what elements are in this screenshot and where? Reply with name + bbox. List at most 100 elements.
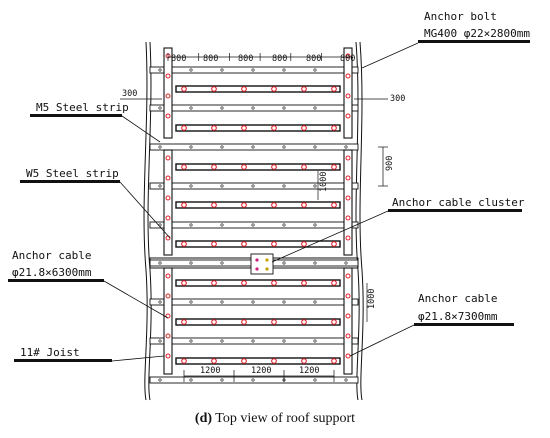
joist-bolt xyxy=(345,155,351,161)
dim-top-1: 800 xyxy=(171,54,186,64)
joist-bolt xyxy=(165,113,171,119)
strip-hole xyxy=(158,261,162,265)
caption-text: Top view of roof support xyxy=(212,411,356,426)
steel-band xyxy=(175,357,341,365)
anchor-bolt xyxy=(271,280,277,286)
strip-hole xyxy=(251,145,255,149)
anchor-bolt xyxy=(331,241,337,247)
strip-hole xyxy=(189,106,193,110)
joist-bolt xyxy=(165,273,171,279)
strip-hole xyxy=(282,145,286,149)
strip-hole xyxy=(158,184,162,188)
strip-hole xyxy=(251,106,255,110)
dim-top-4: 800 xyxy=(272,54,287,64)
joist-left xyxy=(163,149,173,256)
leader-w5 xyxy=(119,181,171,239)
anchor-bolt xyxy=(271,358,277,364)
roadway-wall-left-outer xyxy=(143,41,148,401)
anchor-cable-left-spec: φ21.8×6300mm xyxy=(12,266,92,279)
strip-hole xyxy=(220,339,224,343)
anchor-bolt xyxy=(301,358,307,364)
joist-left xyxy=(163,47,173,139)
strip-hole xyxy=(313,261,317,265)
strip-hole xyxy=(220,223,224,227)
strip-hole xyxy=(158,145,162,149)
strip-hole xyxy=(344,261,348,265)
dim-v-900: 900 xyxy=(385,156,395,171)
strip-hole xyxy=(282,300,286,304)
joist-bolt xyxy=(165,195,171,201)
cable-dot xyxy=(265,267,269,271)
joist-bolt xyxy=(165,215,171,221)
joist-bolt xyxy=(345,73,351,79)
strip-hole xyxy=(158,300,162,304)
anchor-bolt xyxy=(181,86,187,92)
dim-bottom-3: 1200 xyxy=(299,366,319,376)
joist-bolt xyxy=(345,235,351,241)
strip-hole xyxy=(282,106,286,110)
joist-bolt xyxy=(165,175,171,181)
strip-hole xyxy=(251,339,255,343)
strip-hole xyxy=(220,106,224,110)
anchor-bolt xyxy=(181,319,187,325)
roadway-wall-right-outer xyxy=(355,41,360,401)
joist-bolt xyxy=(165,293,171,299)
strip-hole xyxy=(313,184,317,188)
anchor-bolt xyxy=(181,280,187,286)
strip-hole xyxy=(158,378,162,382)
caption-tag: (d) xyxy=(194,411,213,426)
joist-bolt xyxy=(345,53,351,59)
joist-bolt xyxy=(345,113,351,119)
strip-hole xyxy=(220,378,224,382)
label-underline-anchor-bolt xyxy=(418,40,530,43)
leader-joist xyxy=(111,355,165,362)
strip-hole xyxy=(282,223,286,227)
label-underline-m5 xyxy=(30,114,122,117)
joist-bolt xyxy=(345,333,351,339)
dim-top-6: 800 xyxy=(340,54,355,64)
joist-bolt xyxy=(345,313,351,319)
cable-dot xyxy=(265,258,269,262)
label-underline-cable-left xyxy=(8,279,104,282)
steel-band xyxy=(175,279,341,287)
strip-hole xyxy=(251,68,255,72)
anchor-bolt xyxy=(331,319,337,325)
joist-bolt xyxy=(165,333,171,339)
anchor-bolt xyxy=(211,86,217,92)
leader-cluster xyxy=(271,210,389,263)
joist-bolt xyxy=(165,93,171,99)
anchor-cable-right-title: Anchor cable xyxy=(418,292,497,305)
dim-right-300: 300 xyxy=(390,94,405,104)
strip-hole xyxy=(313,106,317,110)
strip-hole xyxy=(282,339,286,343)
leader-m5 xyxy=(121,115,161,143)
strip-hole xyxy=(251,223,255,227)
anchor-bolt xyxy=(211,202,217,208)
roadway-wall-left-inner xyxy=(147,41,152,401)
dim-bottom-2: 1200 xyxy=(251,366,271,376)
strip-hole xyxy=(189,378,193,382)
anchor-bolt xyxy=(271,241,277,247)
joist-bolt xyxy=(345,175,351,181)
strip-hole xyxy=(189,300,193,304)
strip-hole xyxy=(189,339,193,343)
steel-band xyxy=(175,85,341,93)
dim-top-5: 800 xyxy=(306,54,321,64)
anchor-bolt xyxy=(211,319,217,325)
anchor-bolt xyxy=(241,202,247,208)
steel-band xyxy=(175,318,341,326)
cable-cluster-label: Anchor cable cluster xyxy=(392,196,525,209)
steel-band xyxy=(175,124,341,132)
strip-hole xyxy=(313,339,317,343)
anchor-bolt xyxy=(271,164,277,170)
strip-hole xyxy=(282,68,286,72)
anchor-bolt xyxy=(181,241,187,247)
anchor-bolt xyxy=(181,358,187,364)
anchor-bolt xyxy=(301,164,307,170)
leader-cable-right xyxy=(349,324,415,357)
strip-hole xyxy=(313,68,317,72)
strip-hole xyxy=(220,300,224,304)
joist-bolt xyxy=(345,215,351,221)
joist-right xyxy=(343,47,353,139)
anchor-bolt xyxy=(271,319,277,325)
